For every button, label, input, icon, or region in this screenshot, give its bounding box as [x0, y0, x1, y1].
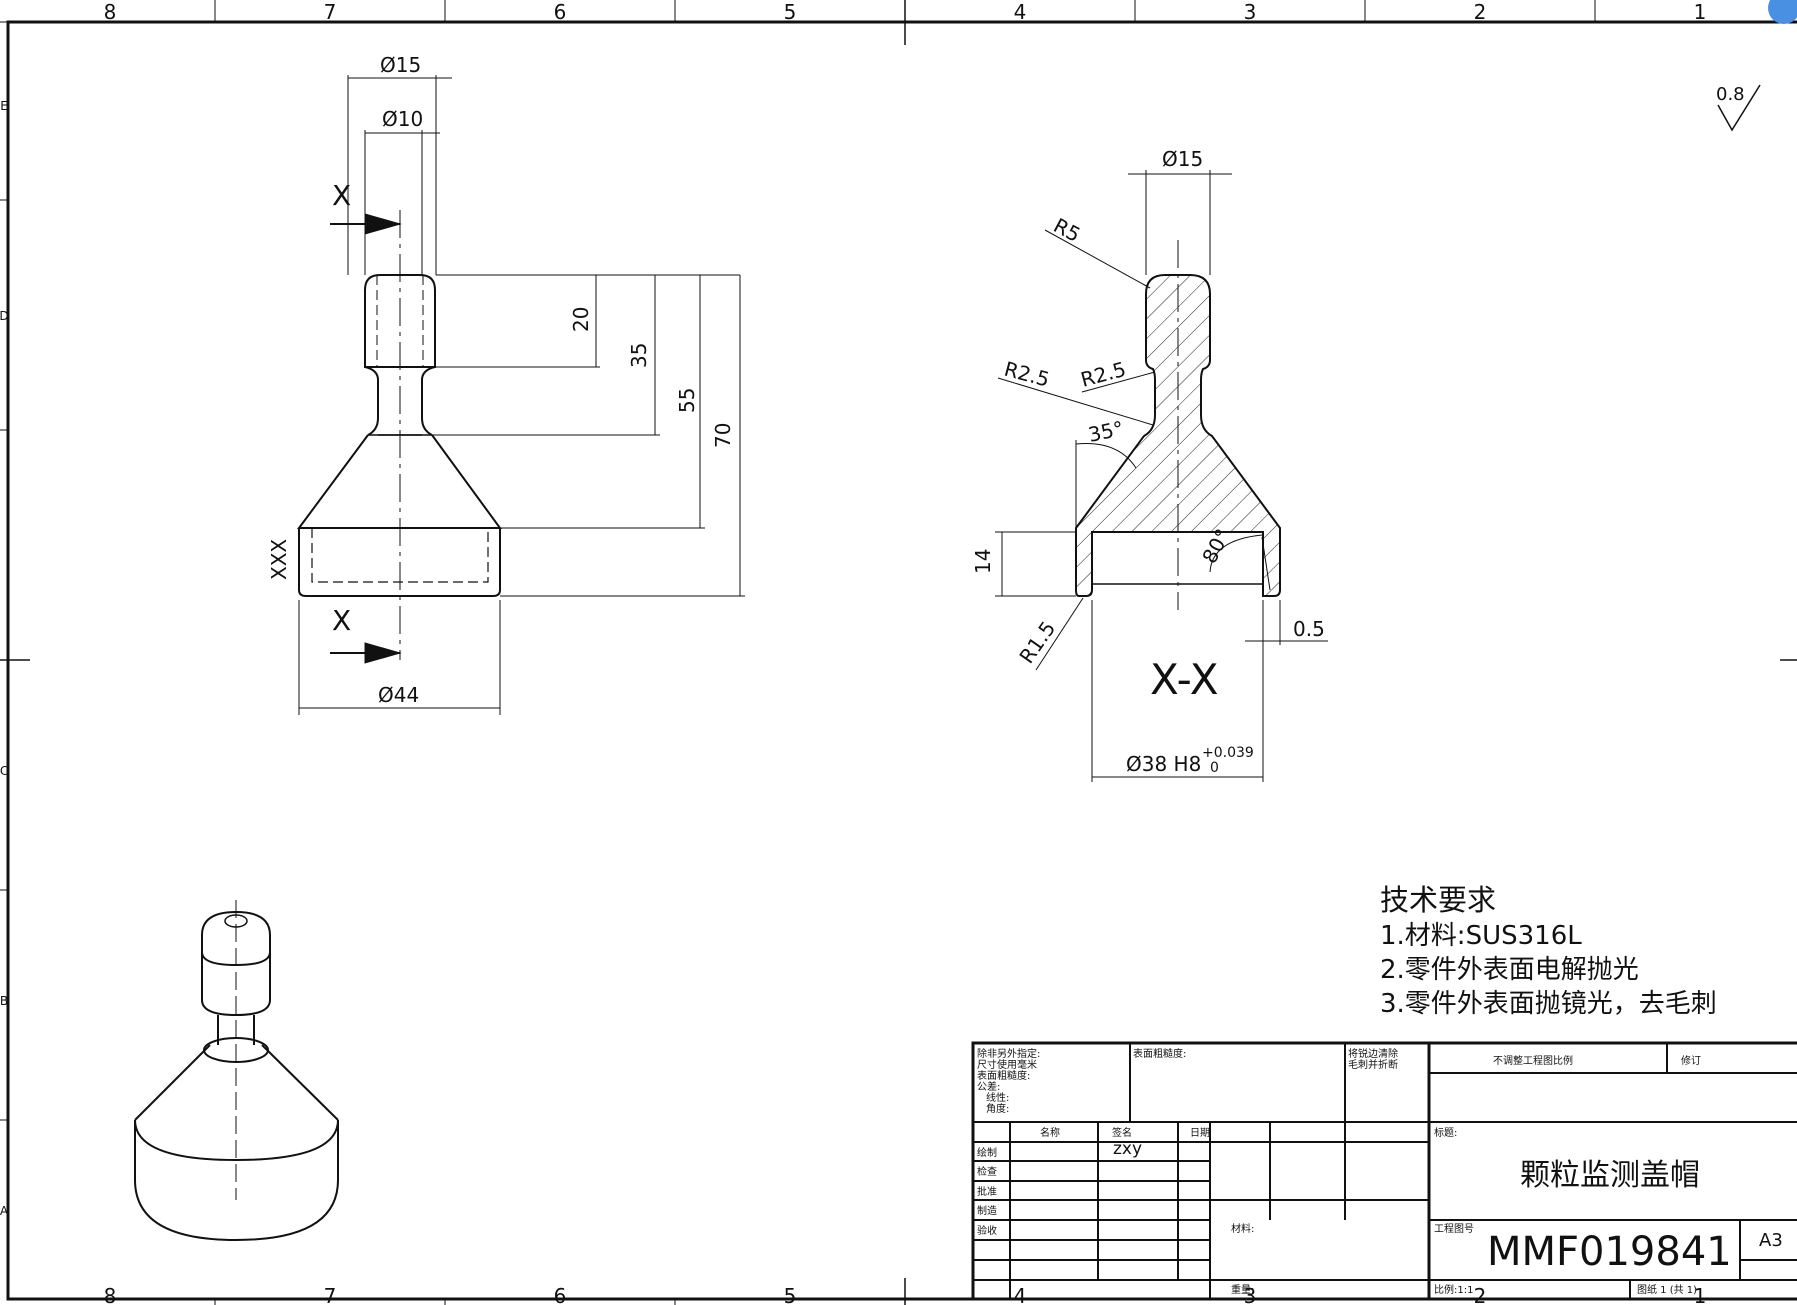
- section-view: [1075, 240, 1281, 610]
- zone-row-d: D: [0, 309, 9, 323]
- dim-dia-15-front: Ø15: [380, 53, 421, 77]
- dim-dia-15-section: Ø15: [1162, 147, 1203, 171]
- tech-req-item-2: 2.零件外表面电解抛光: [1380, 955, 1639, 985]
- tech-requirements: 技术要求 1.材料:SUS316L 2.零件外表面电解抛光 3.零件外表面抛镜光…: [1380, 883, 1717, 1019]
- dim-r1-5: R1.5: [1014, 617, 1060, 668]
- dim-14: 14: [971, 549, 995, 574]
- drawing-number: MMF019841: [1487, 1229, 1732, 1275]
- section-mark-x-bottom: X: [332, 604, 351, 637]
- dim-35: 35: [627, 343, 651, 368]
- row-manufacture: 制造: [977, 1204, 997, 1217]
- note-line-5: 线性:: [986, 1091, 1009, 1104]
- tol-lower: 0: [1210, 760, 1219, 776]
- zone-row-b: B: [0, 994, 8, 1008]
- dim-70: 70: [711, 423, 735, 448]
- section-dimensions: [995, 170, 1328, 782]
- zone-col-2: 2: [1474, 0, 1487, 24]
- material-label: 材料:: [1231, 1222, 1254, 1235]
- zone-col-4-bottom: 4: [1014, 1284, 1027, 1305]
- zone-col-6: 6: [554, 0, 567, 24]
- scale-label: 比例:1:1: [1434, 1283, 1473, 1296]
- note-line-4: 公差:: [977, 1080, 1000, 1093]
- dim-r2-5-right: R2.5: [1078, 357, 1128, 392]
- zone-col-7: 7: [324, 0, 337, 24]
- sheet-size: A3: [1759, 1230, 1783, 1251]
- dim-r5: R5: [1050, 213, 1085, 247]
- zone-row-e: E: [0, 99, 8, 113]
- sheet-label: 图纸 1 (共 1): [1637, 1283, 1697, 1296]
- zone-col-1: 1: [1694, 0, 1707, 24]
- tech-req-item-1: 1.材料:SUS316L: [1380, 921, 1582, 951]
- edge-note-1: 将锐边清除: [1348, 1047, 1398, 1060]
- row-drawn: 绘制: [977, 1146, 997, 1159]
- isometric-view: [134, 900, 339, 1242]
- zone-row-a: A: [0, 1204, 9, 1218]
- edge-note-2: 毛刺并折断: [1348, 1058, 1398, 1071]
- row-approved: 批准: [977, 1185, 997, 1198]
- drawn-by: zxy: [1113, 1139, 1142, 1159]
- zone-col-7-bottom: 7: [324, 1284, 337, 1305]
- row-qa: 验收: [977, 1224, 997, 1237]
- note-line-1: 除非另外指定:: [977, 1047, 1040, 1060]
- tech-req-item-3: 3.零件外表面抛镜光，去毛刺: [1380, 989, 1717, 1019]
- side-label-xxx: XXX: [267, 539, 291, 580]
- col-signature: 签名: [1112, 1126, 1132, 1139]
- section-title: X-X: [1150, 655, 1219, 704]
- title-block-text: 除非另外指定: 尺寸使用毫米 表面粗糙度: 公差: 线性: 角度: 表面粗糙度:…: [977, 1047, 1783, 1296]
- revision-label: 修订: [1681, 1054, 1701, 1067]
- dim-dia-10: Ø10: [382, 107, 423, 131]
- zone-col-2-bottom: 2: [1474, 1284, 1487, 1305]
- zone-col-4: 4: [1014, 0, 1027, 24]
- zone-col-8-bottom: 8: [104, 1284, 117, 1305]
- drawing-no-label: 工程图号: [1434, 1223, 1474, 1235]
- title-block: [971, 1041, 1797, 1301]
- front-view: [297, 210, 502, 660]
- col-date: 日期: [1190, 1127, 1210, 1139]
- zone-col-8: 8: [104, 0, 117, 24]
- front-cap: [364, 274, 436, 368]
- zone-row-c: C: [0, 764, 8, 778]
- note-line-6: 角度:: [986, 1102, 1009, 1115]
- surface-finish-value: 0.8: [1716, 84, 1745, 105]
- tech-req-title: 技术要求: [1380, 883, 1496, 917]
- dim-20: 20: [569, 307, 593, 332]
- front-dimensions: [298, 75, 745, 715]
- part-title: 颗粒监测盖帽: [1520, 1158, 1700, 1193]
- row-checked: 检查: [977, 1165, 997, 1178]
- zone-col-5: 5: [784, 0, 797, 24]
- zone-col-6-bottom: 6: [554, 1284, 567, 1305]
- front-dimension-labels: Ø15 Ø10 Ø44 20 35 55 70 X X XXX: [267, 53, 735, 707]
- section-mark-x-top: X: [332, 179, 351, 212]
- title-label: 标题:: [1434, 1127, 1457, 1139]
- zone-col-3: 3: [1244, 0, 1257, 24]
- surface-roughness-label: 表面粗糙度:: [1133, 1047, 1186, 1060]
- zone-row-labels: E D C B A: [0, 99, 9, 1218]
- dim-r2-5-left: R2.5: [1002, 357, 1052, 392]
- zone-col-5-bottom: 5: [784, 1284, 797, 1305]
- corner-badge-icon[interactable]: [1768, 0, 1797, 24]
- tol-upper: +0.039: [1202, 745, 1254, 761]
- no-scale-note: 不调整工程图比例: [1493, 1054, 1573, 1067]
- note-line-3: 表面粗糙度:: [977, 1069, 1030, 1082]
- surface-finish-symbol: 0.8: [1716, 84, 1761, 132]
- dim-0-5: 0.5: [1293, 617, 1325, 641]
- dim-dia-44: Ø44: [378, 683, 419, 707]
- col-name: 名称: [1040, 1126, 1060, 1139]
- note-line-2: 尺寸使用毫米: [977, 1058, 1037, 1071]
- weight-label: 重量:: [1231, 1283, 1254, 1296]
- dim-bore-dia-38: Ø38 H8: [1126, 752, 1201, 776]
- dim-angle-35: 35°: [1086, 416, 1126, 447]
- dim-55: 55: [675, 388, 699, 413]
